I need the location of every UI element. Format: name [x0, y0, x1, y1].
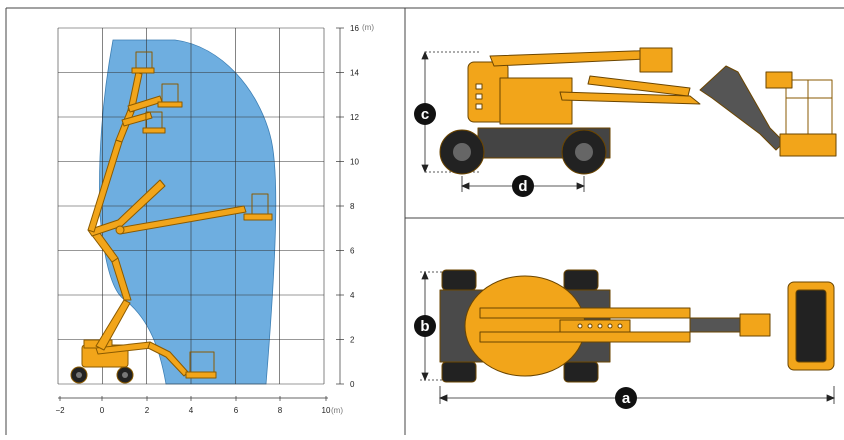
top-boom-center [559, 319, 631, 333]
top-tyre-front-left [441, 269, 477, 291]
dimension-label-b: b [420, 318, 429, 335]
x-axis-unit: (m) [331, 406, 343, 415]
y-axis-ticks: 0 2 4 6 8 10 12 14 16 [336, 24, 359, 389]
turret-body [499, 77, 573, 125]
boom-riser [559, 91, 701, 105]
top-tyre-rear-left [563, 269, 599, 291]
y-tick-label: 8 [350, 202, 355, 211]
y-tick-label: 2 [350, 336, 355, 345]
dimension-marker-a [615, 387, 637, 409]
reach-chart: −2 0 2 4 6 8 10 0 2 4 6 8 10 12 14 16 (m) (m) [55, 23, 374, 415]
top-view: b [414, 269, 836, 409]
side-machine [439, 47, 837, 175]
boom-head [639, 47, 673, 73]
y-tick-label: 6 [350, 247, 355, 256]
dimension-label-d: d [518, 178, 527, 195]
panel-borders [5, 7, 844, 435]
dimension-label-a: a [622, 390, 631, 407]
y-tick-label: 12 [350, 113, 359, 122]
y-tick-label: 16 [350, 24, 359, 33]
boom-low-position [95, 341, 217, 379]
y-tick-label: 10 [350, 158, 359, 167]
dimension-label-c: c [421, 106, 429, 123]
y-tick-label: 14 [350, 69, 359, 78]
boom-outreach-position [115, 193, 273, 235]
dimension-a [438, 386, 836, 404]
top-boom-upper [479, 307, 691, 319]
x-tick-label: 2 [145, 406, 150, 415]
x-tick-label: 10 [322, 406, 331, 415]
boom-vertical-position [87, 51, 183, 351]
x-tick-label: 4 [189, 406, 194, 415]
top-machine [439, 269, 835, 383]
top-boom-lower [479, 331, 691, 343]
dimension-marker-b [414, 315, 436, 337]
x-tick-label: 0 [100, 406, 105, 415]
top-tyre-rear-right [563, 361, 599, 383]
side-view: c [414, 47, 837, 197]
side-basket [785, 79, 833, 137]
dimension-marker-c [414, 103, 436, 125]
reach-grid [57, 27, 325, 385]
x-tick-label: −2 [55, 406, 65, 415]
x-tick-label: 8 [278, 406, 283, 415]
upper-boom [587, 75, 691, 97]
lift-illustrations [70, 51, 273, 384]
top-tyre-front-right [441, 361, 477, 383]
dimension-marker-d [512, 175, 534, 197]
y-tick-label: 4 [350, 291, 355, 300]
working-envelope [99, 39, 277, 385]
x-tick-label: 6 [234, 406, 239, 415]
x-axis-ticks: −2 0 2 4 6 8 10 [55, 396, 331, 415]
y-tick-label: 0 [350, 380, 355, 389]
y-axis-unit: (m) [362, 23, 374, 32]
